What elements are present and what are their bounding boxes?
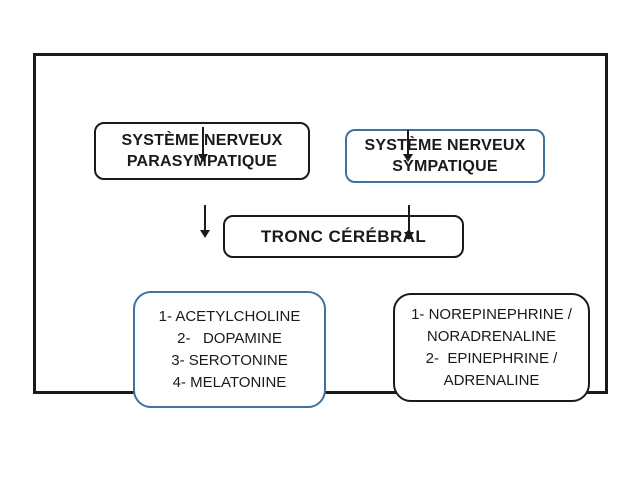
diagram-frame: SYSTÈME NERVEUX PARASYMPATIQUE SYSTÈME N… <box>33 53 608 408</box>
arrow-head-icon <box>198 154 208 162</box>
arrow-line <box>407 130 409 154</box>
list-line: 2- DOPAMINE <box>177 329 282 347</box>
node-parasympathetic-neurotransmitters: 1- ACETYLCHOLINE 2- DOPAMINE 3- SEROTONI… <box>133 291 326 408</box>
arrow-head-icon <box>404 232 414 240</box>
node-label-line: SYSTÈME NERVEUX <box>121 132 283 149</box>
node-systeme-nerveux-sympathique: SYSTÈME NERVEUX SYMPATIQUE <box>345 129 545 183</box>
node-label-line: SYMPATIQUE <box>392 158 498 175</box>
arrow-line <box>408 205 410 232</box>
list-line: 1- NOREPINEPHRINE / <box>411 305 572 323</box>
node-label-line: TRONC CÉRÉBRAL <box>260 226 427 246</box>
list-line: ADRENALINE <box>443 371 540 389</box>
list-line: NORADRENALINE <box>426 327 557 345</box>
list-line: 4- MELATONINE <box>172 373 287 391</box>
arrow-head-icon <box>200 230 210 238</box>
arrow-line <box>202 127 204 154</box>
list-line: 2- EPINEPHRINE / <box>425 349 558 367</box>
node-tronc-cerebral: TRONC CÉRÉBRAL <box>223 215 464 258</box>
arrow-line <box>204 205 206 230</box>
list-line: 1- ACETYLCHOLINE <box>158 307 301 325</box>
node-label-line: SYSTÈME NERVEUX <box>364 137 526 154</box>
arrow-head-icon <box>403 154 413 162</box>
node-sympathetic-neurotransmitters: 1- NOREPINEPHRINE / NORADRENALINE 2- EPI… <box>393 293 590 402</box>
list-line: 3- SEROTONINE <box>171 351 288 369</box>
